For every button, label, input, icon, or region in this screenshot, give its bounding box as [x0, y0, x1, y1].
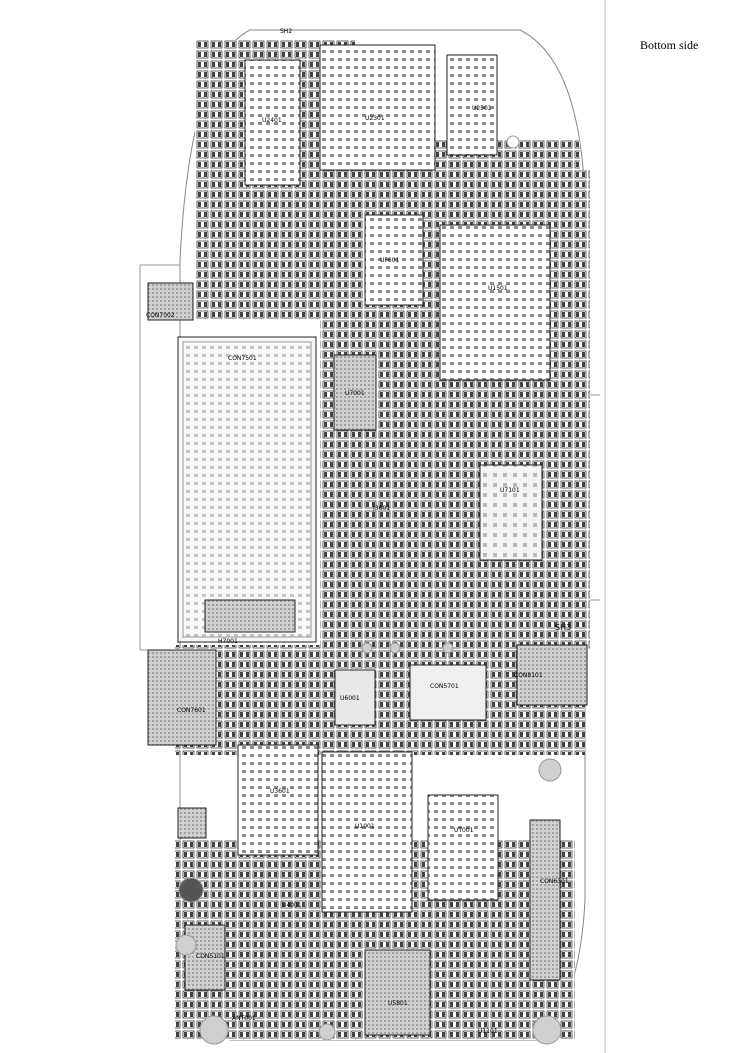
label-con7501: CON7501 — [228, 355, 257, 362]
label-ant001: ANT001 — [232, 1015, 256, 1022]
label-uf601: UF601 — [380, 257, 399, 264]
label-ut001: UT001 — [454, 827, 474, 834]
label-u1101: U1101 — [478, 1028, 498, 1035]
label-sh2: SH2 — [280, 28, 292, 35]
mounting-pads — [175, 135, 562, 1045]
label-con7002: CON7002 — [146, 312, 175, 319]
label-con6301: CON6301 — [540, 878, 569, 885]
label-u7001: U7001 — [345, 390, 365, 397]
label-con7601: CON7601 — [177, 707, 206, 714]
label-u2501: U2501 — [472, 105, 492, 112]
label-u4001: U4001 — [282, 902, 302, 909]
label-con8101: CON8101 — [514, 672, 543, 679]
label-h7001: H7001 — [218, 638, 238, 645]
connectors — [147, 282, 588, 991]
label-u1001: U1001 — [355, 823, 375, 830]
label-u6001: U6001 — [340, 695, 360, 702]
label-u1501: U1501 — [488, 285, 508, 292]
label-u2401: U2401 — [262, 117, 282, 124]
page-title: Bottom side — [640, 38, 699, 52]
label-con5701: CON5701 — [430, 683, 459, 690]
label-u7101: U7101 — [500, 487, 520, 494]
label-j3601: J3601 — [372, 505, 390, 512]
label-u2301: U2301 — [365, 115, 385, 122]
label-sh3: SH3 — [555, 623, 571, 632]
label-u5801: U5801 — [388, 1000, 408, 1007]
bga-packages — [237, 44, 551, 1036]
component-labels: U2501 U2401 U2301 UF601 U1501 U7001 CON7… — [146, 28, 571, 1035]
label-u3601: U3601 — [270, 788, 290, 795]
label-con5101: CON5101 — [196, 953, 225, 960]
